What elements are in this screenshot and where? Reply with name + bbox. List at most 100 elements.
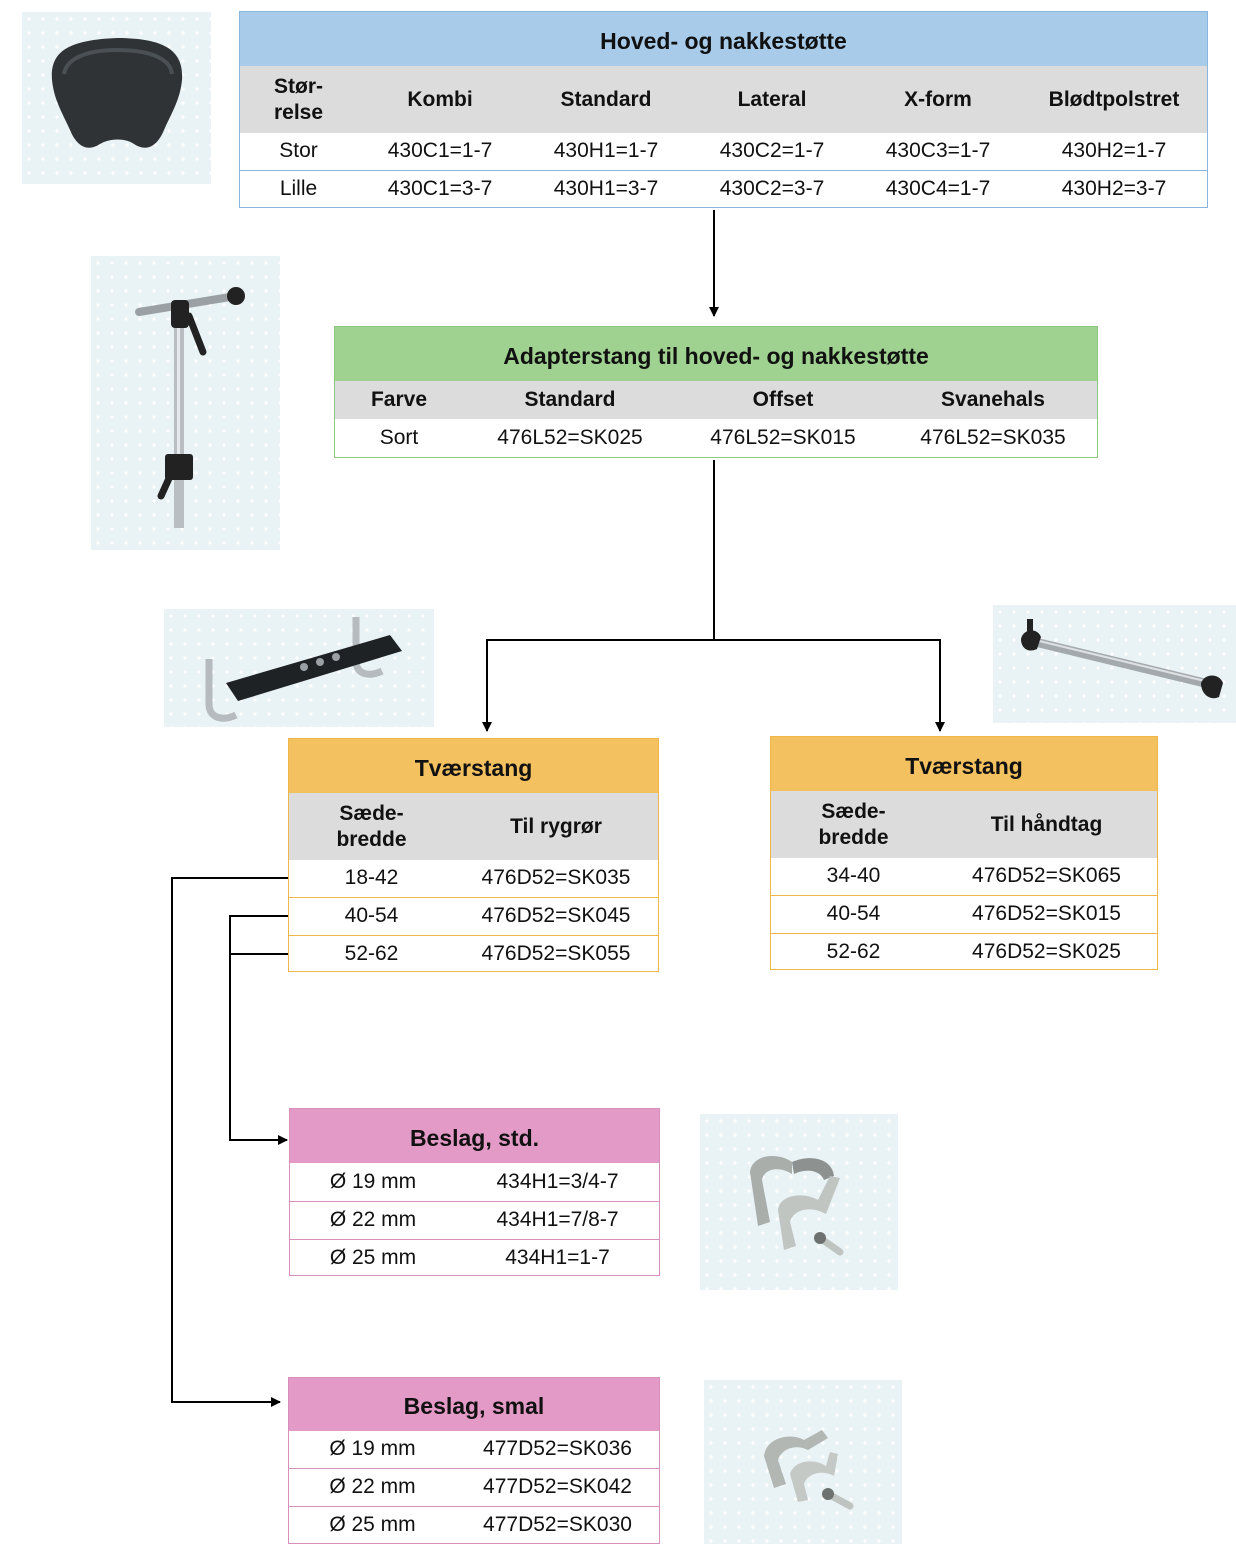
adapter-header-row: Farve Standard Offset Svanehals bbox=[335, 381, 1097, 419]
col-seat-width: Sæde-bredde bbox=[771, 791, 936, 858]
cell: 430C1=1-7 bbox=[387, 139, 493, 163]
line-40-54-to-std bbox=[229, 915, 288, 1145]
arrow-to-crossbar-back bbox=[482, 639, 714, 732]
cell: 40-54 bbox=[344, 904, 399, 927]
cell: 476L52=SK035 bbox=[920, 426, 1066, 449]
bracket-narrow-title: Beslag, smal bbox=[289, 1378, 659, 1431]
cell: Ø 25 mm bbox=[329, 1246, 417, 1270]
cell: Ø 19 mm bbox=[329, 1437, 416, 1461]
cell: Ø 19 mm bbox=[329, 1169, 417, 1193]
table-row: Ø 19 mm 477D52=SK036 bbox=[289, 1431, 659, 1468]
cell: 430H1=1-7 bbox=[553, 139, 659, 163]
table-row: Ø 19 mm 434H1=3/4-7 bbox=[290, 1163, 659, 1201]
col-swanneck: Svanehals bbox=[889, 381, 1097, 419]
cell: 476D52=SK055 bbox=[481, 941, 631, 965]
bracket-std-title: Beslag, std. bbox=[290, 1109, 659, 1163]
cell: 34-40 bbox=[826, 864, 881, 888]
crossbar-back-header-row: Sæde-bredde Til rygrør bbox=[289, 793, 658, 860]
bracket-std-icon bbox=[750, 1156, 844, 1256]
col-size: Stør-relse bbox=[240, 66, 357, 133]
col-soft: Blødtpolstret bbox=[1021, 66, 1207, 133]
cell: 434H1=3/4-7 bbox=[496, 1169, 619, 1193]
headrest-photo bbox=[22, 12, 211, 184]
table-row: Ø 22 mm 434H1=7/8-7 bbox=[290, 1201, 659, 1239]
bracket-narrow-icon bbox=[764, 1430, 854, 1510]
cell: 52-62 bbox=[826, 939, 881, 963]
crossbar-back-title: Tværstang bbox=[289, 739, 658, 793]
table-row: 40-54 476D52=SK045 bbox=[289, 897, 658, 935]
cell: 477D52=SK042 bbox=[483, 1475, 632, 1498]
crossbar-back-table: Tværstang Sæde-bredde Til rygrør 18-42 4… bbox=[288, 738, 659, 972]
table-row: 34-40 476D52=SK065 bbox=[771, 858, 1157, 895]
cell: 430C2=3-7 bbox=[719, 176, 825, 200]
bracket-std-photo bbox=[700, 1114, 898, 1290]
arrow-to-crossbar-handle bbox=[714, 639, 945, 732]
cell: 476D52=SK045 bbox=[481, 904, 631, 927]
cell: 476L52=SK025 bbox=[497, 426, 643, 449]
cell: Ø 22 mm bbox=[329, 1475, 416, 1498]
cell: 430C3=1-7 bbox=[885, 139, 991, 163]
headrest-row-lille: Lille 430C1=3-7 430H1=3-7 430C2=3-7 430C… bbox=[240, 170, 1207, 207]
cell: 430C4=1-7 bbox=[885, 176, 991, 200]
cell: 434H1=1-7 bbox=[505, 1246, 610, 1270]
cell: 477D52=SK036 bbox=[483, 1437, 632, 1461]
cell: 476D52=SK035 bbox=[481, 866, 631, 890]
cell: 476D52=SK025 bbox=[972, 939, 1121, 963]
col-back-tube: Til rygrør bbox=[454, 793, 658, 860]
cell: Ø 25 mm bbox=[329, 1512, 416, 1536]
headrest-table: Hoved- og nakkestøtte Stør-relse Kombi S… bbox=[239, 11, 1208, 208]
cell: 477D52=SK030 bbox=[483, 1512, 632, 1536]
crossbar-handle-header-row: Sæde-bredde Til håndtag bbox=[771, 791, 1157, 858]
crossbar-handle-table: Tværstang Sæde-bredde Til håndtag 34-40 … bbox=[770, 736, 1158, 970]
adapter-table: Adapterstang til hoved- og nakkestøtte F… bbox=[334, 326, 1098, 458]
adapter-row: Sort 476L52=SK025 476L52=SK015 476L52=SK… bbox=[335, 419, 1097, 457]
col-standard: Standard bbox=[523, 66, 689, 133]
table-row: 40-54 476D52=SK015 bbox=[771, 895, 1157, 933]
cell: 52-62 bbox=[344, 941, 399, 965]
line-18-42-to-narrow bbox=[171, 877, 288, 1407]
table-row: Ø 25 mm 477D52=SK030 bbox=[289, 1506, 659, 1543]
table-row: 52-62 476D52=SK055 bbox=[289, 935, 658, 972]
headrest-icon bbox=[51, 38, 183, 148]
col-seat-width: Sæde-bredde bbox=[289, 793, 454, 860]
adapter-title: Adapterstang til hoved- og nakkestøtte bbox=[335, 327, 1097, 381]
cell: Lille bbox=[279, 176, 318, 200]
cell: 476D52=SK015 bbox=[972, 902, 1121, 925]
cell: 430C2=1-7 bbox=[719, 139, 825, 163]
col-standard: Standard bbox=[463, 381, 677, 419]
col-kombi: Kombi bbox=[357, 66, 523, 133]
cell: 476L52=SK015 bbox=[710, 426, 856, 449]
table-row: 18-42 476D52=SK035 bbox=[289, 860, 658, 897]
bracket-narrow-photo bbox=[704, 1380, 902, 1544]
bracket-std-table: Beslag, std. Ø 19 mm 434H1=3/4-7 Ø 22 mm… bbox=[289, 1108, 660, 1276]
bracket-narrow-table: Beslag, smal Ø 19 mm 477D52=SK036 Ø 22 m… bbox=[288, 1377, 660, 1544]
cell: 430C1=3-7 bbox=[387, 176, 493, 200]
cell: 430H2=1-7 bbox=[1061, 139, 1167, 163]
table-row: Ø 22 mm 477D52=SK042 bbox=[289, 1468, 659, 1506]
cell: 40-54 bbox=[826, 902, 881, 925]
adapter-rod-icon bbox=[135, 287, 245, 528]
col-xform: X-form bbox=[855, 66, 1021, 133]
col-color: Farve bbox=[335, 381, 463, 419]
cell: Ø 22 mm bbox=[329, 1208, 417, 1231]
col-handle: Til håndtag bbox=[936, 791, 1157, 858]
cell: 430H2=3-7 bbox=[1061, 176, 1167, 200]
col-offset: Offset bbox=[677, 381, 889, 419]
cell: 434H1=7/8-7 bbox=[496, 1208, 619, 1231]
table-row: Ø 25 mm 434H1=1-7 bbox=[290, 1239, 659, 1277]
cell: 430H1=3-7 bbox=[553, 176, 659, 200]
col-lateral: Lateral bbox=[689, 66, 855, 133]
headrest-title: Hoved- og nakkestøtte bbox=[240, 12, 1207, 66]
cell: 476D52=SK065 bbox=[972, 864, 1121, 888]
crossbar-handle-title: Tværstang bbox=[771, 737, 1157, 791]
crossbar-handle-photo bbox=[993, 605, 1236, 723]
crossbar-back-icon bbox=[205, 617, 402, 722]
adapter-rod-photo bbox=[91, 256, 280, 550]
cell: 18-42 bbox=[344, 866, 399, 890]
crossbar-handle-icon bbox=[1021, 619, 1223, 699]
headrest-header-row: Stør-relse Kombi Standard Lateral X-form… bbox=[240, 66, 1207, 133]
headrest-row-stor: Stor 430C1=1-7 430H1=1-7 430C2=1-7 430C3… bbox=[240, 133, 1207, 170]
crossbar-back-photo bbox=[164, 609, 434, 727]
cell: Sort bbox=[379, 426, 419, 449]
